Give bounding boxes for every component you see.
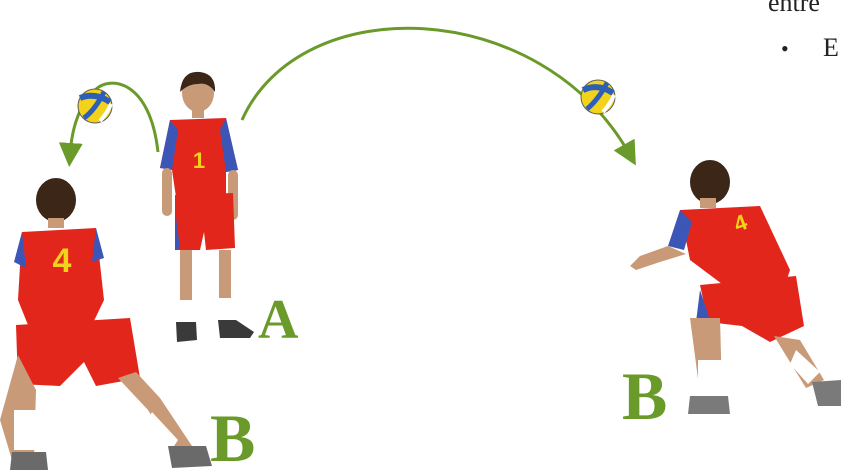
bullet-text: E <box>823 33 839 62</box>
player-b-left-figure: 4 <box>0 178 212 470</box>
player-b-right-label: B <box>622 358 668 434</box>
slide-text-top: entre <box>768 0 820 17</box>
player-a-jersey-number: 1 <box>193 148 205 173</box>
long-pass-arrow <box>240 26 636 166</box>
bullet-marker: • <box>781 36 789 61</box>
player-a-label: A <box>258 289 299 351</box>
volleyball-icon-left <box>77 88 113 124</box>
volleyball-icon-right <box>580 79 616 115</box>
player-a-figure: 1 <box>160 71 254 342</box>
player-b-left-jersey-number: 4 <box>53 242 72 280</box>
short-pass-arrow <box>58 81 160 167</box>
player-b-right-figure: 4 <box>630 160 841 414</box>
player-b-left-label: B <box>210 400 256 476</box>
